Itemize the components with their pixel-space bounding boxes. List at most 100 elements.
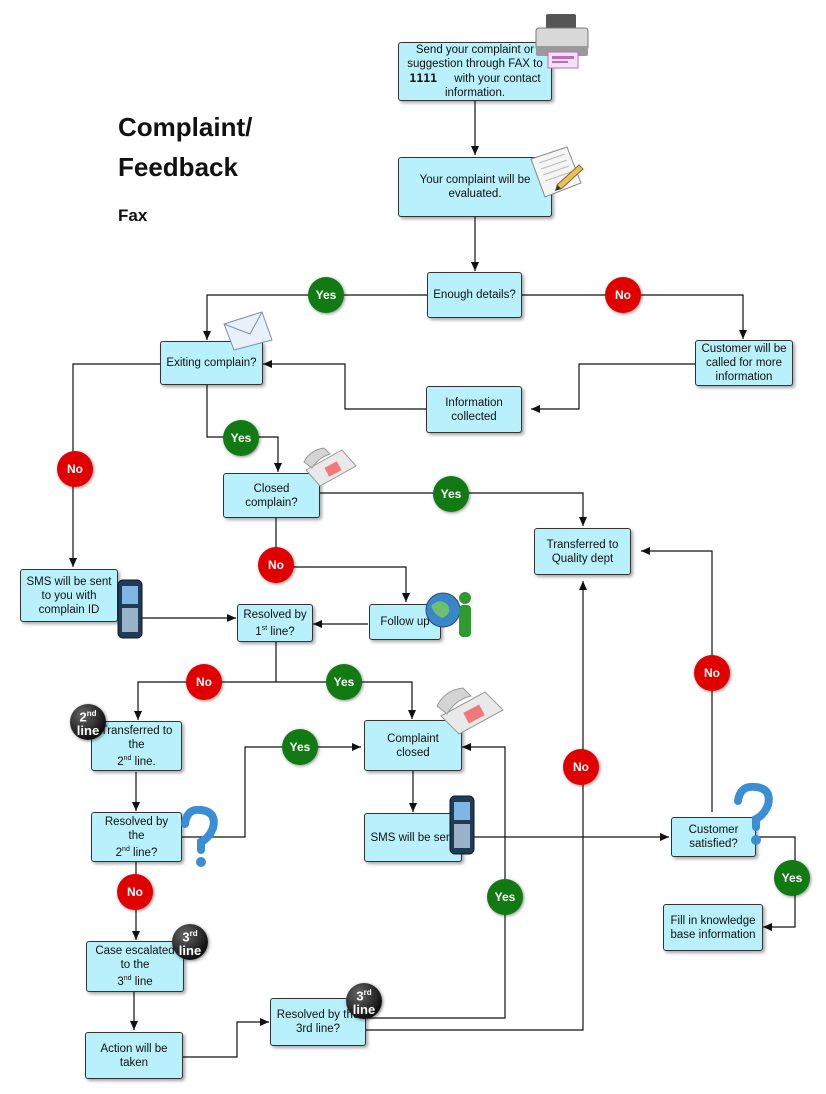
node-evaluated: Your complaint will be evaluated. (398, 157, 552, 217)
edge-called-to-collected (531, 363, 695, 413)
node-customer-satisfied: Customer satisfied? (671, 817, 756, 857)
node-sms-sent: SMS will be sent (364, 813, 462, 862)
send-fax-text: Send your complaint or suggestion throug… (407, 44, 543, 70)
no-badge-resolved-3rd: No (563, 749, 599, 785)
globe-person-icon (425, 592, 471, 637)
node-enough-details: Enough details? (427, 272, 522, 318)
transferred-2nd-text: Transferred to the (100, 724, 173, 751)
complaint-closed-text: Complaint closed (387, 732, 439, 759)
yes-badge-existing: Yes (223, 420, 259, 456)
yes-badge-resolved-1st: Yes (326, 664, 362, 700)
question-mark-icon (734, 783, 773, 845)
no-label: No (573, 760, 589, 774)
resolved-2nd-sup: nd (122, 845, 130, 853)
follow-up-text: Follow up (380, 616, 430, 628)
edge-resolved3-no (366, 581, 587, 1031)
edge-closed-no (275, 518, 410, 602)
case-escalated-text: Case escalated to the (95, 945, 175, 972)
second-line-sup: nd (86, 709, 97, 718)
info-collected-text: Information collected (445, 396, 503, 423)
third-line-num: 3 (356, 988, 364, 1004)
no-label: No (67, 462, 83, 476)
title-line-2: Feedback (118, 152, 238, 182)
edge-details-no (522, 294, 747, 339)
node-customer-called: Customer will be called for more informa… (695, 340, 793, 386)
resolved-3rd-text: Resolved by the 3rd line? (276, 1009, 360, 1035)
document-pencil-icon (530, 146, 584, 198)
channel-label: Fax (118, 206, 148, 225)
edge-details-yes (203, 294, 427, 340)
evaluated-text: Your complaint will be evaluated. (419, 174, 531, 200)
yes-label: Yes (333, 675, 355, 689)
node-fill-knowledge: Fill in knowledge base information (663, 904, 763, 951)
no-label: No (615, 288, 631, 302)
third-line-sup: rd (363, 988, 372, 997)
yes-label: Yes (315, 288, 337, 302)
existing-complain-text: Exiting complain? (166, 357, 257, 369)
sms-complain-id-text: SMS will be sent to you with complain ID (26, 575, 112, 616)
edge-resolved3-yes (366, 743, 506, 1019)
no-badge-resolved-1st: No (186, 664, 222, 700)
node-sms-complain-id: SMS will be sent to you with complain ID (20, 569, 118, 622)
title-line-1: Complaint/ (118, 112, 253, 142)
fill-knowledge-text: Fill in knowledge base information (670, 914, 756, 941)
edge-satisfied-no (641, 547, 713, 812)
resolved-2nd-num: 2 (115, 846, 123, 859)
send-fax-contact-text: with your contact information. (444, 73, 541, 99)
third-line-badge-resolved: 3rd line (346, 983, 382, 1019)
no-badge-existing: No (57, 451, 93, 487)
edge-resolved1-yes (276, 681, 416, 719)
transferred-2nd-sup: nd (123, 754, 132, 762)
third-line-word: line (352, 1002, 376, 1018)
yes-badge-resolved-2nd: Yes (282, 729, 318, 765)
no-badge-resolved-2nd: No (117, 874, 153, 910)
transferred-2nd-num: 2 (117, 755, 124, 768)
question-mark-icon (181, 806, 218, 867)
sms-sent-text: SMS will be sent (370, 831, 456, 844)
second-line-word: line (76, 723, 100, 739)
transferred-quality-text: Transferred to Quality dept (546, 538, 619, 565)
action-taken-text: Action will be taken (100, 1042, 168, 1069)
fax-number: 1111 (409, 71, 438, 85)
third-line-badge-escalated: 3rd line (172, 924, 208, 960)
edge-existing-no (69, 363, 160, 567)
resolved-1st-text: Resolved by (243, 608, 307, 621)
node-transferred-2nd: Transferred to the 2nd line. (91, 721, 182, 771)
printer-icon (535, 14, 589, 69)
node-info-collected: Information collected (426, 386, 522, 433)
resolved-1st-num: 1 (255, 625, 262, 638)
yes-badge-closed: Yes (433, 476, 469, 512)
node-complaint-closed: Complaint closed (364, 720, 462, 771)
customer-called-text: Customer will be called for more informa… (701, 343, 787, 383)
node-transferred-quality: Transferred to Quality dept (534, 528, 631, 575)
third-line-sup: rd (189, 929, 198, 938)
mobile-phone-icon (117, 579, 143, 639)
no-label: No (196, 675, 212, 689)
no-label: No (268, 558, 284, 572)
second-line-num: 2 (79, 709, 87, 725)
yes-label: Yes (494, 890, 516, 904)
node-resolved-2nd: Resolved by the 2nd line? (91, 812, 182, 862)
second-line-badge: 2nd line (70, 704, 106, 740)
edge-closed-yes (320, 492, 587, 526)
case-escalated-sup: nd (123, 975, 132, 983)
case-escalated-post: line (134, 975, 153, 988)
enough-details-text: Enough details? (433, 289, 516, 301)
node-resolved-1st: Resolved by 1st line? (237, 604, 313, 642)
node-action-taken: Action will be taken (85, 1032, 183, 1079)
node-closed-complain: Closed complain? (223, 473, 320, 518)
no-badge-details: No (605, 277, 641, 313)
mobile-phone-icon (449, 795, 475, 855)
yes-badge-resolved-3rd: Yes (487, 879, 523, 915)
no-label: No (127, 885, 143, 899)
transferred-2nd-post: line. (134, 755, 156, 768)
yes-badge-satisfied: Yes (774, 860, 810, 896)
resolved-1st-sup: st (261, 624, 268, 632)
case-escalated-num: 3 (117, 975, 124, 988)
third-line-word: line (178, 943, 202, 959)
resolved-2nd-post: line? (133, 846, 158, 859)
yes-label: Yes (289, 740, 311, 754)
node-existing-complain: Exiting complain? (160, 341, 263, 385)
edge-collected-to-existing (263, 360, 426, 410)
telephone-icon (303, 447, 357, 487)
